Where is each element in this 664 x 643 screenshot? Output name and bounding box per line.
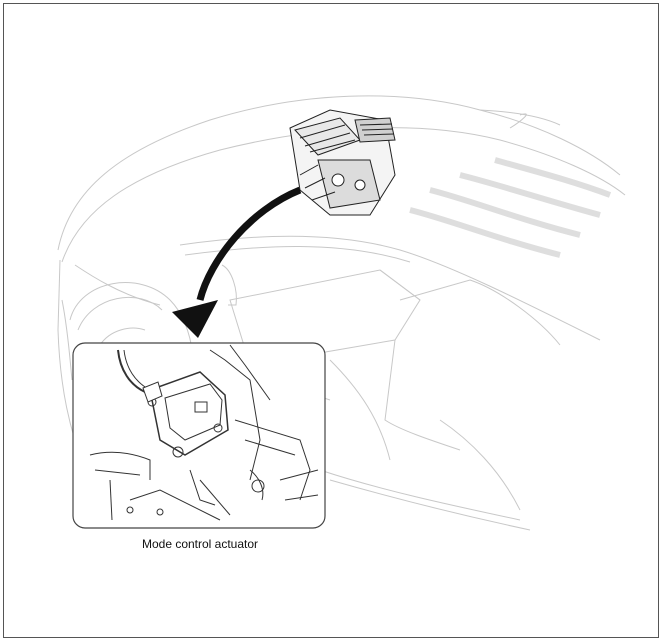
detail-callout — [72, 342, 326, 529]
pointer-arrow — [172, 186, 302, 338]
actuator-detail — [89, 344, 319, 521]
figure-frame — [3, 3, 659, 638]
heater-unit — [289, 109, 396, 216]
figure-caption: Mode control actuator — [141, 537, 259, 551]
